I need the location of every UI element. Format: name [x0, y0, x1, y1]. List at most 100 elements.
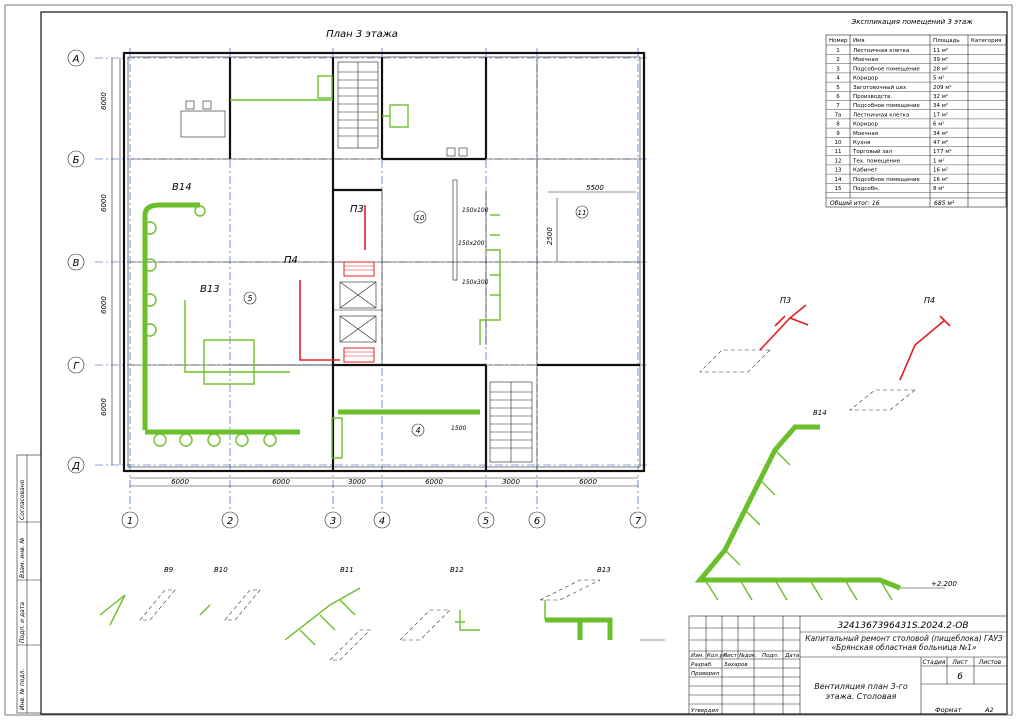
- tb-col-izm: Изм.: [691, 653, 704, 659]
- dim-horizontal-3: 3000: [348, 478, 366, 486]
- explication-cell: 11 м²: [933, 47, 948, 54]
- dim-horizontal-2: 6000: [272, 478, 290, 486]
- axis-label-d: Д: [71, 461, 80, 472]
- explication-cell: Производств.: [853, 94, 892, 100]
- label-p4: П4: [284, 255, 298, 266]
- explication-cell: 12: [835, 158, 842, 164]
- scheme-title-b14: B14: [813, 409, 827, 417]
- explication-header: Номер: [829, 38, 848, 44]
- inner-frame: [40, 11, 1008, 715]
- explication-cell: 6: [836, 94, 840, 100]
- building-walls: [122, 51, 646, 473]
- explication-cell: 13: [835, 168, 842, 174]
- axis-label-3: 3: [330, 516, 336, 527]
- explication-cell: Кабинет: [853, 168, 878, 174]
- axis-label-5: 5: [483, 516, 489, 527]
- explication-cell: Тех. помещение: [852, 158, 901, 164]
- stair-well-lower: [489, 381, 533, 463]
- explication-cell: Подсобное помещение: [853, 177, 920, 183]
- explication-cell: Коридор: [853, 76, 879, 82]
- tb-sheets-label: Листов: [978, 659, 1002, 666]
- explication-cell: 6 м²: [933, 121, 945, 128]
- scheme-title-b11: B11: [340, 566, 354, 574]
- dim-vertical-1: 6000: [100, 92, 108, 110]
- dim-5500: 5500: [586, 184, 604, 192]
- explication-cell: 32 м²: [933, 93, 948, 100]
- scheme-title-p3: П3: [780, 296, 791, 305]
- dim-horizontal-6: 6000: [579, 478, 597, 486]
- axis-label-b: Б: [73, 155, 80, 166]
- scheme-b9: B9: [99, 566, 176, 626]
- tb-sheet-name: Вентиляция план 3-го этажа. Столовая: [814, 682, 908, 701]
- tb-sheet-name-box: Вентиляция план 3-го этажа. Столовая: [814, 682, 908, 701]
- explication-cell: Моечная: [853, 57, 878, 63]
- room-11: 11: [578, 209, 587, 217]
- explication-cell: Подсобное помещение: [853, 66, 920, 72]
- equipment: [180, 100, 468, 281]
- explication-cell: 17 м²: [933, 111, 948, 118]
- explication-cell: 7а: [835, 112, 842, 118]
- dim-horizontal-5: 6000: [425, 478, 443, 486]
- scheme-title-p4: П4: [924, 296, 935, 305]
- axis-bubbles-numbers: 1 2 3 4 5 6 7: [121, 511, 647, 529]
- left-stamp: Согласовано Взам. инв. № Подп. и дата Ин…: [16, 454, 42, 714]
- scheme-title-b12: B12: [450, 566, 464, 574]
- dim-1500: 1500: [451, 425, 466, 432]
- dim-vertical-3: 6000: [100, 296, 108, 314]
- tb-role-approve: Утвердил: [691, 708, 719, 714]
- dimension-lines: 6000 6000 6000 6000 6000 6000 3000 3000 …: [100, 58, 638, 487]
- axis-label-4: 4: [379, 516, 385, 527]
- axis-label-a: А: [72, 54, 80, 65]
- room-markers: 5 4 10 11: [243, 205, 589, 437]
- tb-col-data: Дата: [784, 653, 800, 659]
- supply-ducts: [299, 205, 375, 363]
- tb-project-box: Капитальный ремонт столовой (пищеблока) …: [805, 634, 1002, 652]
- scheme-p4: П4: [849, 296, 951, 411]
- outer-frame: [4, 4, 1013, 716]
- explication-cell: Подсобн.: [853, 186, 880, 192]
- explication-cell: 10: [835, 140, 842, 146]
- scheme-b10: B10: [199, 566, 261, 621]
- explication-cell: Кухня: [853, 140, 870, 146]
- dim-vertical-4: 6000: [100, 398, 108, 416]
- explication-cell: 16 м²: [933, 176, 948, 183]
- explication-cell: Коридор: [853, 122, 879, 128]
- dim-2500: 2500: [546, 227, 554, 245]
- explication-header: Имя: [853, 38, 865, 44]
- tb-col-list: Лист: [722, 653, 738, 659]
- format-label: Формат: [935, 706, 962, 714]
- room-5: 5: [247, 294, 252, 303]
- stamp-inv-replace: Взам. инв. №: [19, 537, 26, 578]
- explication-cell: 2: [836, 57, 840, 63]
- plan-title: План 3 этажа: [326, 29, 398, 40]
- explication-cell: 34 м²: [933, 102, 948, 109]
- explication-cell: 47 м²: [933, 139, 948, 146]
- explication-cell: 5: [836, 85, 840, 91]
- room-4: 4: [415, 426, 420, 435]
- axis-label-1: 1: [127, 516, 133, 527]
- stamp-inv-orig: Инв. № подл.: [19, 669, 26, 710]
- explication-cell: 209 м²: [933, 84, 952, 91]
- axis-label-6: 6: [534, 516, 540, 527]
- explication-cell: 14: [835, 177, 842, 183]
- exhaust-ducts: [142, 75, 501, 459]
- explication-cell: 15: [835, 186, 842, 192]
- label-b14: B14: [172, 182, 192, 193]
- tb-col-podp: Подп.: [762, 653, 779, 659]
- axis-bubbles-letters: А Б В Г Д: [67, 49, 85, 474]
- tb-col-koluch: Кол.уч: [707, 653, 727, 659]
- explication-cell: 34 м²: [933, 130, 948, 137]
- scheme-b14: B14 +2.200: [694, 409, 957, 601]
- axis-label-7: 7: [635, 516, 642, 527]
- explication-cell: 1: [836, 48, 840, 54]
- explication-cell: 7: [836, 103, 840, 109]
- tb-col-ndok: №док.: [738, 653, 757, 659]
- explication-total-value: 685 м²: [934, 200, 955, 207]
- room-10: 10: [416, 214, 425, 222]
- label-b13: B13: [200, 284, 220, 295]
- explication-cell: 1 м²: [933, 157, 945, 164]
- explication-cell: Лестничная клетка: [853, 112, 909, 118]
- tb-sheet-label: Лист: [951, 659, 968, 666]
